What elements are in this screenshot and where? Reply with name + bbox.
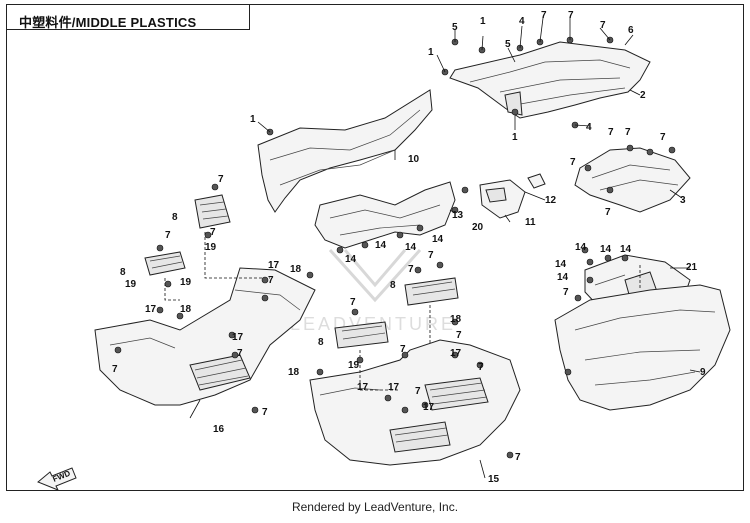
callout-17: 17 bbox=[423, 402, 435, 413]
part-3-bracket bbox=[574, 147, 691, 213]
callout-7: 7 bbox=[237, 348, 243, 359]
callout-7: 7 bbox=[660, 132, 666, 143]
callout-14: 14 bbox=[557, 272, 569, 283]
part-11-console bbox=[479, 173, 546, 219]
callout-5: 5 bbox=[452, 22, 458, 33]
callout-17: 17 bbox=[388, 382, 400, 393]
callout-7: 7 bbox=[415, 386, 421, 397]
callout-17: 17 bbox=[145, 304, 157, 315]
callout-14: 14 bbox=[375, 240, 387, 251]
callout-11: 11 bbox=[525, 217, 536, 228]
callout-21: 21 bbox=[686, 262, 698, 273]
part-9-side-panel bbox=[554, 284, 731, 411]
callout-18: 18 bbox=[450, 314, 462, 325]
part-13-tunnel bbox=[314, 181, 456, 249]
callout-1: 1 bbox=[250, 114, 256, 125]
callout-2: 2 bbox=[640, 90, 646, 101]
callout-14: 14 bbox=[432, 234, 444, 245]
callout-20: 20 bbox=[472, 222, 484, 233]
callout-14: 14 bbox=[620, 244, 632, 255]
fasteners bbox=[114, 36, 676, 459]
callout-8: 8 bbox=[172, 212, 178, 223]
part-8-footrest-upper bbox=[194, 194, 231, 229]
diagram-frame bbox=[6, 4, 744, 491]
callout-7: 7 bbox=[563, 287, 569, 298]
part-10-panel bbox=[257, 89, 433, 213]
part-8-footrest-left bbox=[144, 251, 186, 276]
callout-1: 1 bbox=[512, 132, 518, 143]
callout-12: 12 bbox=[545, 195, 557, 206]
part-16-left-footwell bbox=[94, 267, 316, 406]
callout-15: 15 bbox=[488, 474, 500, 485]
guide-lines bbox=[164, 232, 641, 391]
callout-7: 7 bbox=[218, 174, 224, 185]
callout-7: 7 bbox=[570, 157, 576, 168]
callout-19: 19 bbox=[125, 279, 137, 290]
callout-18: 18 bbox=[288, 367, 300, 378]
callout-7: 7 bbox=[400, 344, 406, 355]
part-8-footrest-center bbox=[334, 277, 459, 349]
title-box: 中塑料件/MIDDLE PLASTICS bbox=[6, 4, 250, 30]
callout-numbers: 5 1 4 7 7 6 7 1 5 1 4 2 1 10 7 7 7 7 7 3… bbox=[112, 10, 706, 485]
callout-7: 7 bbox=[456, 330, 462, 341]
footer-credit: Rendered by LeadVenture, Inc. bbox=[291, 500, 459, 514]
callout-9: 9 bbox=[700, 367, 706, 378]
callout-17: 17 bbox=[232, 332, 244, 343]
callout-18: 18 bbox=[180, 304, 192, 315]
callout-10: 10 bbox=[408, 154, 420, 165]
callout-13: 13 bbox=[452, 210, 464, 221]
callout-5: 5 bbox=[505, 39, 511, 50]
callout-17: 17 bbox=[268, 260, 280, 271]
callout-7: 7 bbox=[210, 227, 216, 238]
callout-14: 14 bbox=[575, 242, 587, 253]
callout-6: 6 bbox=[628, 25, 634, 36]
callout-7: 7 bbox=[568, 10, 574, 21]
callout-4: 4 bbox=[519, 16, 525, 27]
callout-1: 1 bbox=[480, 16, 486, 27]
callout-7: 7 bbox=[605, 207, 611, 218]
callout-14: 14 bbox=[345, 254, 357, 265]
callout-7: 7 bbox=[600, 20, 606, 31]
callout-19: 19 bbox=[180, 277, 192, 288]
callout-7: 7 bbox=[408, 264, 414, 275]
callout-8: 8 bbox=[318, 337, 324, 348]
part-15-center-footwell bbox=[309, 339, 521, 466]
callout-7: 7 bbox=[350, 297, 356, 308]
part-2-cover bbox=[449, 41, 651, 119]
callout-7: 7 bbox=[478, 362, 484, 373]
callout-7: 7 bbox=[541, 10, 547, 21]
callout-7: 7 bbox=[112, 364, 118, 375]
callout-7: 7 bbox=[262, 407, 268, 418]
callout-7: 7 bbox=[608, 127, 614, 138]
callout-1: 1 bbox=[428, 47, 434, 58]
callout-18: 18 bbox=[290, 264, 302, 275]
callout-8: 8 bbox=[120, 267, 126, 278]
callout-7: 7 bbox=[515, 452, 521, 463]
callout-14: 14 bbox=[405, 242, 417, 253]
callout-19: 19 bbox=[348, 360, 360, 371]
callout-14: 14 bbox=[600, 244, 612, 255]
callout-16: 16 bbox=[213, 424, 225, 435]
callout-17: 17 bbox=[450, 348, 462, 359]
callout-17: 17 bbox=[357, 382, 369, 393]
callout-7: 7 bbox=[428, 250, 434, 261]
callout-7: 7 bbox=[165, 230, 171, 241]
page-title: 中塑料件/MIDDLE PLASTICS bbox=[19, 15, 197, 30]
fwd-arrow: FWD bbox=[37, 467, 77, 491]
callout-14: 14 bbox=[555, 259, 567, 270]
callout-7: 7 bbox=[625, 127, 631, 138]
callout-19: 19 bbox=[205, 242, 217, 253]
callout-7: 7 bbox=[268, 275, 274, 286]
callout-3: 3 bbox=[680, 195, 686, 206]
leader-lines bbox=[189, 17, 701, 479]
callout-8: 8 bbox=[390, 280, 396, 291]
callout-4: 4 bbox=[586, 122, 592, 133]
